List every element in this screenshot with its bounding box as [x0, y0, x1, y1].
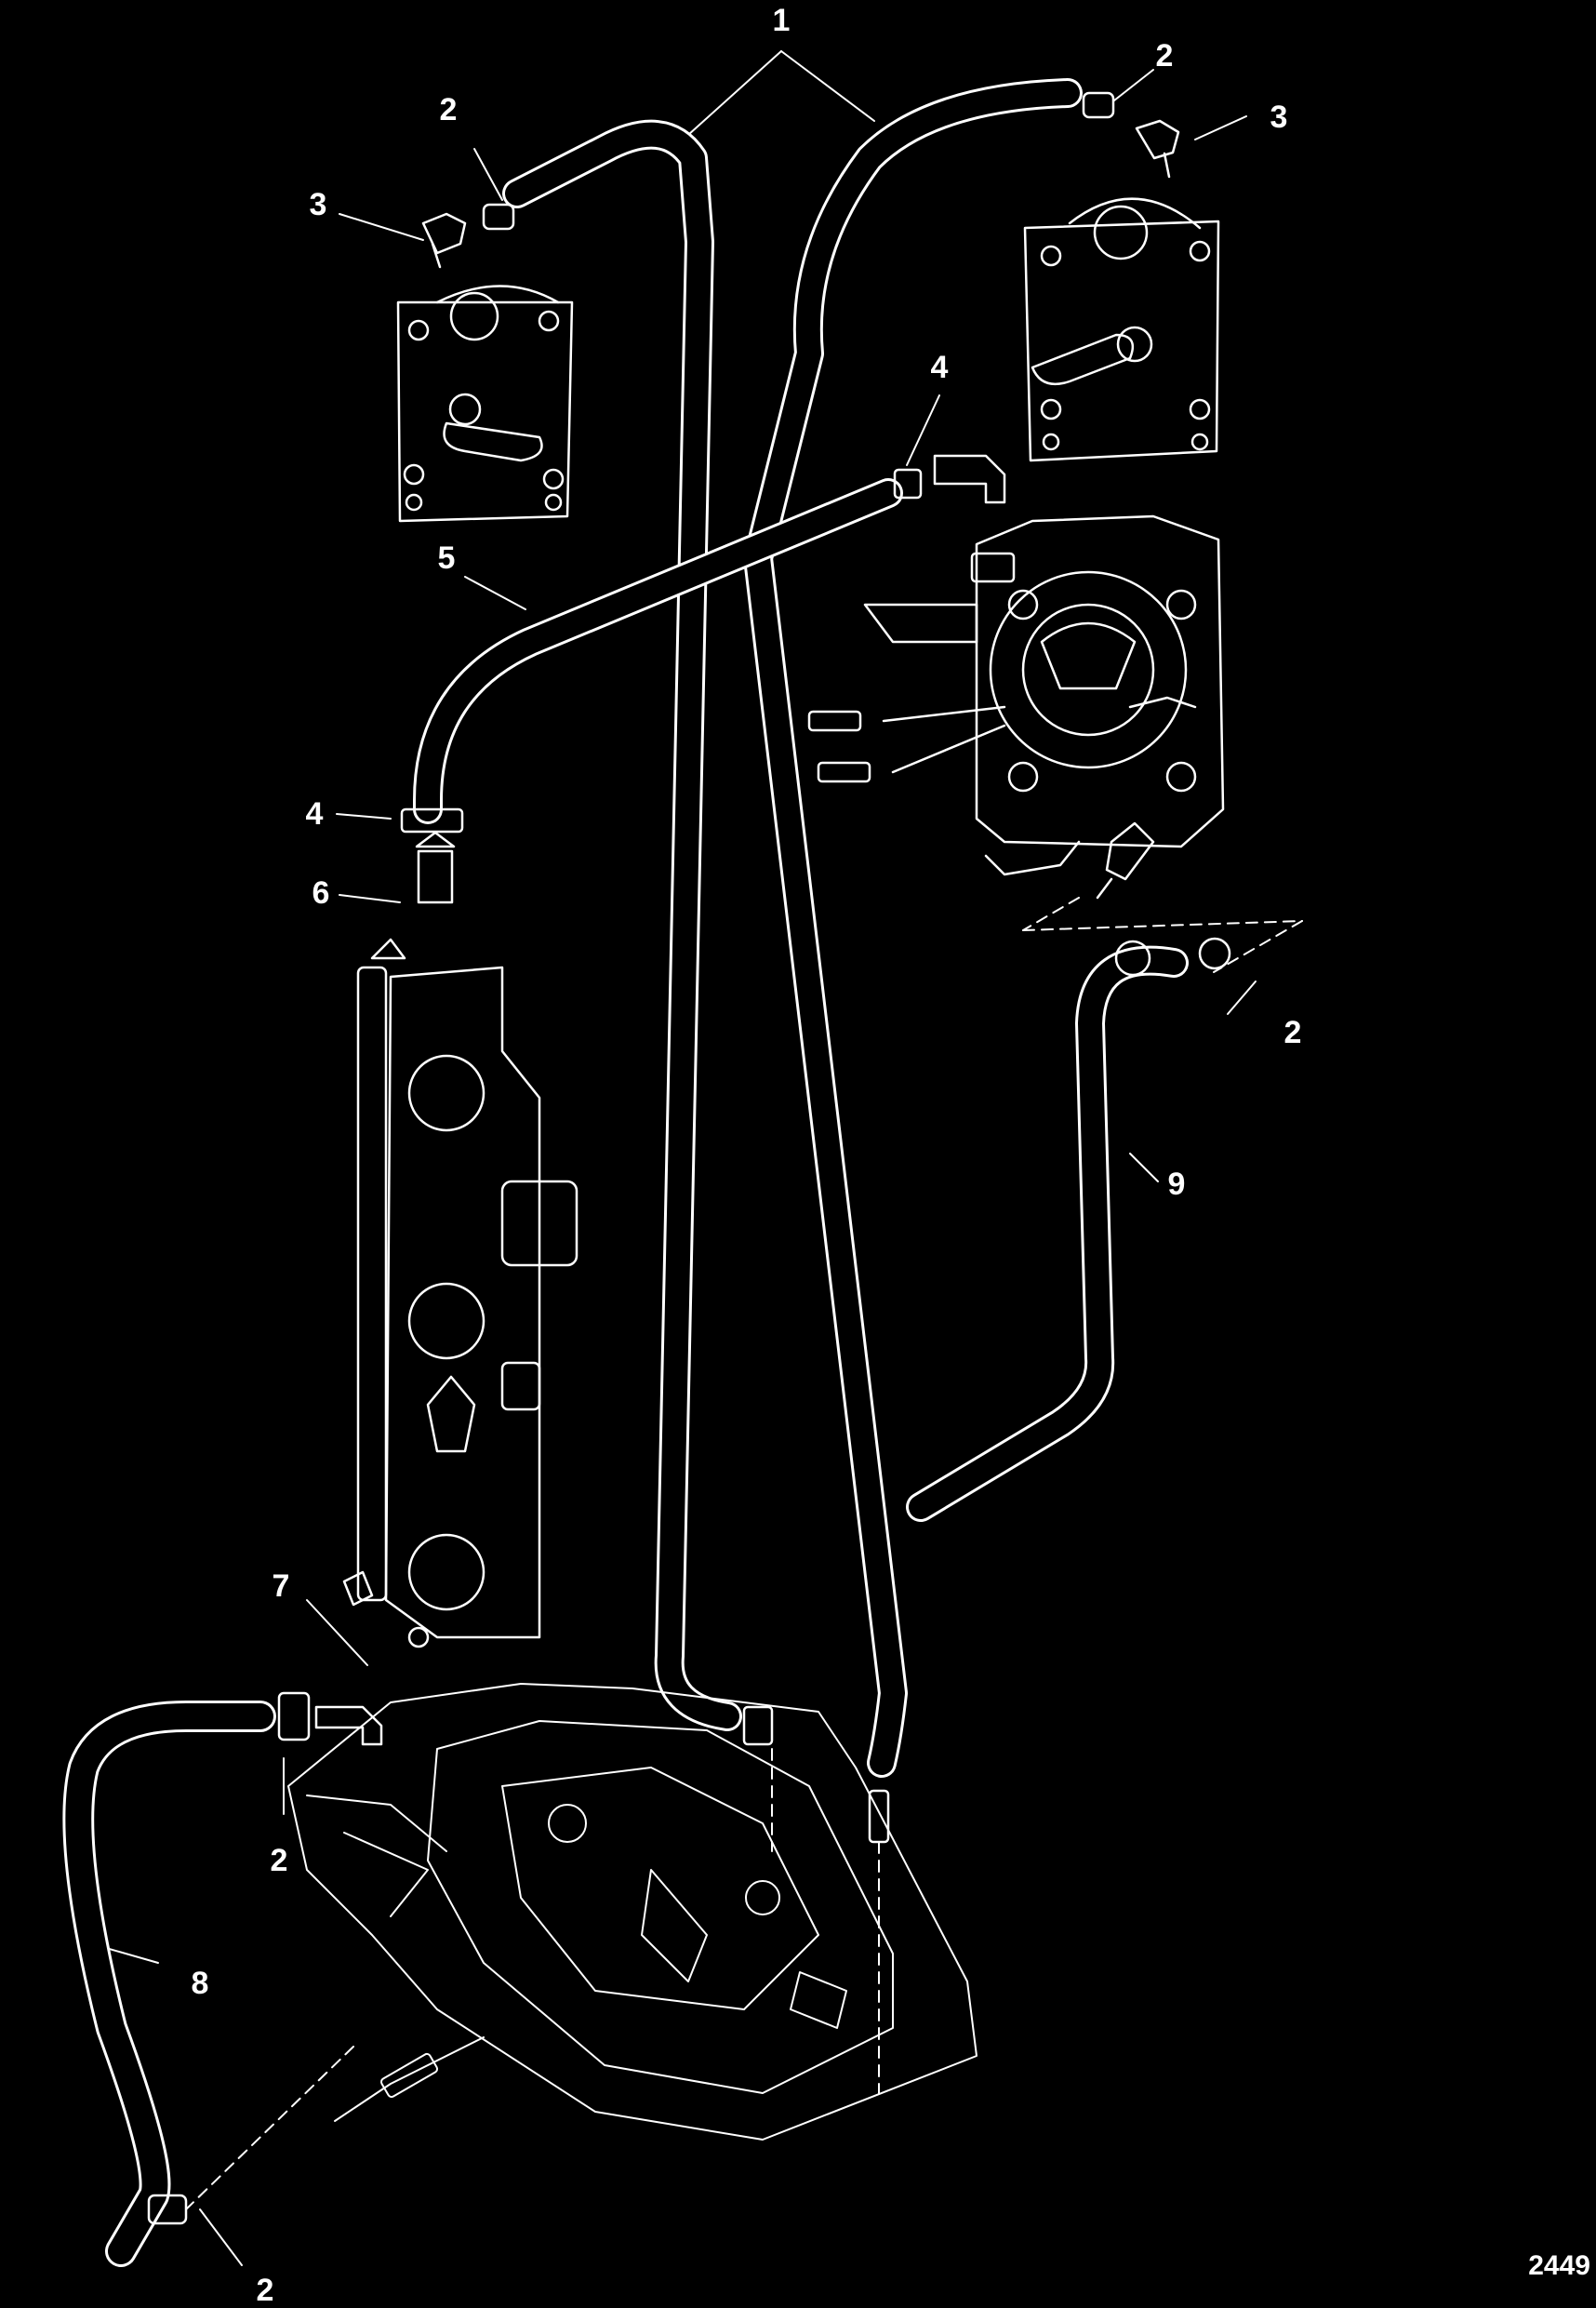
callout-3-right: 3 — [1270, 100, 1288, 135]
hose-1-left — [502, 119, 742, 1731]
callout-7: 7 — [272, 1568, 290, 1604]
hose-9 — [906, 945, 1189, 1522]
figure-id: 2449 — [1528, 2250, 1590, 2281]
callout-9: 9 — [1167, 1167, 1186, 1202]
fuel-rail-assembly — [342, 938, 579, 1648]
dashed-lines — [185, 897, 1303, 2210]
callout-1: 1 — [772, 3, 791, 38]
housing-base — [287, 1683, 978, 2141]
callout-8: 8 — [191, 1966, 209, 2001]
leader-lines — [92, 50, 1257, 2266]
callout-2-bottom: 2 — [256, 2273, 274, 2308]
callout-2-right: 2 — [1283, 1015, 1302, 1050]
callout-4-lower: 4 — [305, 796, 324, 832]
left-plate-assembly — [396, 285, 574, 523]
callout-3-left: 3 — [309, 187, 327, 222]
hose-5 — [413, 478, 903, 824]
callout-5: 5 — [437, 540, 456, 576]
callout-2-lower-left: 2 — [270, 1843, 288, 1878]
callout-6: 6 — [312, 875, 330, 911]
clamps-and-fittings — [147, 91, 1231, 2225]
right-plate-assembly — [1023, 197, 1220, 462]
callout-4-upper: 4 — [930, 350, 949, 385]
fuel-pump-assembly — [807, 514, 1225, 900]
hose-8 — [62, 1701, 276, 2267]
callout-2-top-left: 2 — [439, 92, 458, 127]
callout-2-top-right: 2 — [1155, 38, 1174, 73]
hose-1-right — [743, 78, 1083, 1778]
